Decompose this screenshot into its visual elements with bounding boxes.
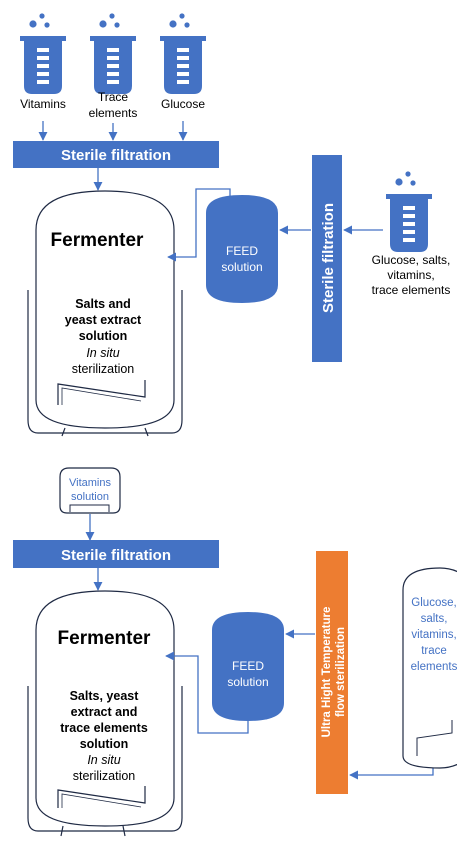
fermenter-vessel bbox=[35, 190, 175, 429]
uht-label-line2: flow sterilization bbox=[335, 627, 347, 717]
uht-label-line1: Ultra Hight Temperature bbox=[321, 607, 333, 738]
vitamins-bottle-line2: solution bbox=[71, 491, 109, 503]
top-scheme: Vitamins Trace elements Glucose Sterile … bbox=[13, 13, 451, 437]
input-label-trace-line1: Trace bbox=[98, 90, 129, 104]
fermenter-stirrer-inner bbox=[61, 387, 142, 405]
vitamins-solution-bottle bbox=[59, 467, 121, 514]
bottom-contents-line3: trace elements bbox=[60, 721, 148, 735]
bottom-feed-label-line2: solution bbox=[227, 675, 268, 689]
arrow-bottom-feed-to-fermenter bbox=[165, 651, 249, 734]
bottom-fermenter-vessel bbox=[35, 590, 175, 827]
fermenter-contents-line3: solution bbox=[79, 329, 128, 343]
bottom-feed-label-line1: FEED bbox=[232, 659, 264, 673]
vertical-sterile-filter bbox=[312, 155, 342, 362]
arrow-feed-to-fermenter bbox=[167, 188, 231, 262]
side-vessel-stirrer bbox=[416, 720, 453, 756]
bottom-scheme: Vitamins solution Sterile filtration Fer… bbox=[13, 467, 457, 837]
beaker-vitamins-icon bbox=[20, 13, 66, 94]
side-vessel-line2: salts, bbox=[421, 613, 448, 625]
fermenter-leg-right bbox=[144, 427, 149, 437]
uht-sterilization-box bbox=[316, 551, 348, 794]
fermenter-contents-line1: Salts and bbox=[75, 297, 131, 311]
side-vessel-line4: trace bbox=[421, 645, 447, 657]
side-vessel-line5: elements bbox=[411, 661, 457, 673]
beaker-glucose-icon bbox=[160, 13, 206, 94]
side-input-line3: trace elements bbox=[372, 283, 451, 297]
bottom-fermenter-title: Fermenter bbox=[58, 628, 152, 649]
bottom-fermenter-stirrer bbox=[57, 786, 146, 808]
arrow-vessel-to-uht bbox=[349, 768, 434, 780]
fermenter-jacket bbox=[27, 290, 183, 434]
input-label-glucose: Glucose bbox=[161, 97, 205, 111]
fermenter-contents-line2: yeast extract bbox=[65, 313, 142, 327]
fermenter-leg-left bbox=[61, 427, 66, 437]
bottom-fermenter-stirrer-inner bbox=[61, 793, 142, 808]
fermenter-title: Fermenter bbox=[51, 230, 145, 251]
vertical-filter-label: Sterile filtration bbox=[320, 203, 337, 313]
side-vessel-line1: Glucose, bbox=[411, 597, 456, 609]
bottom-contents-line1: Salts, yeast bbox=[70, 689, 140, 703]
bottom-fermenter-leg-left bbox=[60, 825, 64, 837]
input-label-trace-line2: elements bbox=[89, 106, 138, 120]
input-label-vitamins: Vitamins bbox=[20, 97, 66, 111]
bottom-sterilization-label: sterilization bbox=[73, 769, 136, 783]
feed-tank-label-line2: solution bbox=[221, 260, 262, 274]
side-input-line1: Glucose, salts, bbox=[372, 253, 451, 267]
bottle-stirrer bbox=[69, 504, 110, 512]
beaker-side-input-icon bbox=[386, 171, 432, 252]
bottom-sterile-filtration-bar bbox=[13, 540, 219, 568]
sterile-filtration-label: Sterile filtration bbox=[61, 147, 171, 164]
bottom-feed-tank bbox=[212, 612, 284, 721]
feed-tank bbox=[206, 195, 278, 303]
beaker-trace-elements-icon bbox=[90, 13, 136, 94]
in-situ-label: In situ bbox=[86, 346, 119, 360]
sterile-filtration-bar bbox=[13, 141, 219, 168]
bottom-in-situ-label: In situ bbox=[87, 753, 120, 767]
side-vessel-line3: vitamins, bbox=[411, 629, 456, 641]
side-input-line2: vitamins, bbox=[387, 268, 434, 282]
bottom-fermenter-leg-right bbox=[122, 825, 126, 837]
side-glucose-vessel bbox=[402, 567, 457, 769]
bottom-sterile-filtration-label: Sterile filtration bbox=[61, 547, 171, 564]
bottom-fermenter-jacket bbox=[27, 686, 183, 832]
fermenter-stirrer bbox=[57, 380, 146, 405]
bottom-contents-line4: solution bbox=[80, 737, 129, 751]
vitamins-bottle-line1: Vitamins bbox=[69, 477, 111, 489]
bottom-contents-line2: extract and bbox=[71, 705, 138, 719]
feed-tank-label-line1: FEED bbox=[226, 244, 258, 258]
sterilization-label: sterilization bbox=[72, 362, 135, 376]
